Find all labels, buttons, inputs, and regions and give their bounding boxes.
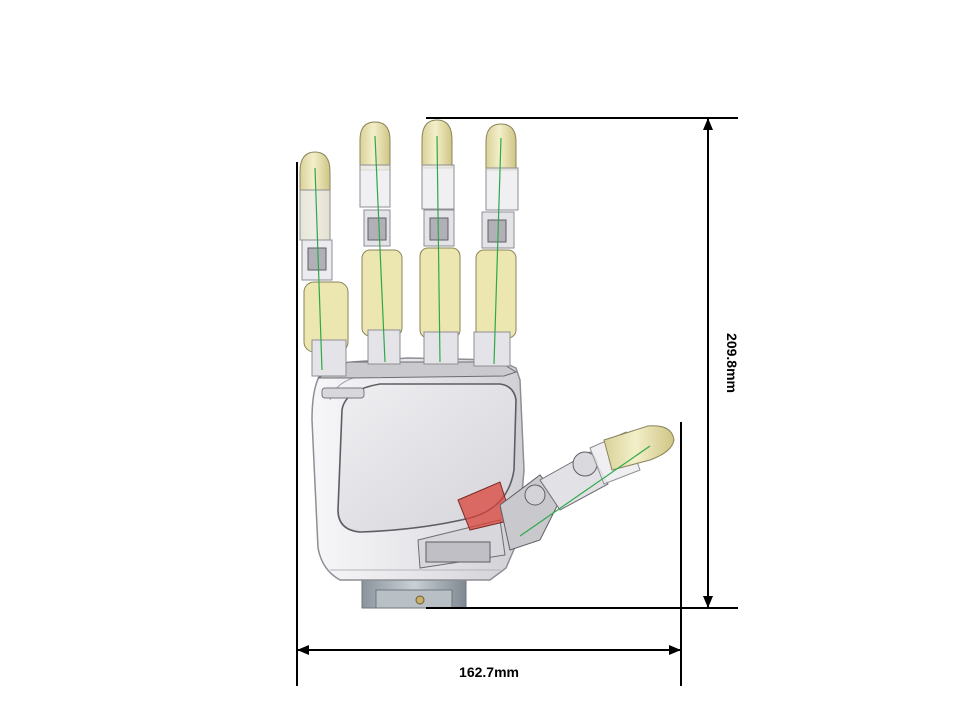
height-arrow-top [703,118,713,130]
finger-little [299,151,349,377]
wrist-screw [415,595,425,605]
thumb [417,425,675,569]
finger-middle [419,119,461,365]
knuckle-band [317,361,518,399]
dimension-lines [296,117,738,686]
width-arrow-right [669,645,681,655]
width-dimension-label: 162.7mm [459,664,519,680]
finger-ring [359,121,403,365]
thumb-tip [603,425,675,471]
finger-index [473,123,519,367]
width-arrow-left [297,645,309,655]
height-arrow-bottom [703,596,713,608]
height-dimension-label: 209.8mm [724,333,740,393]
wrist-mount [361,577,467,609]
